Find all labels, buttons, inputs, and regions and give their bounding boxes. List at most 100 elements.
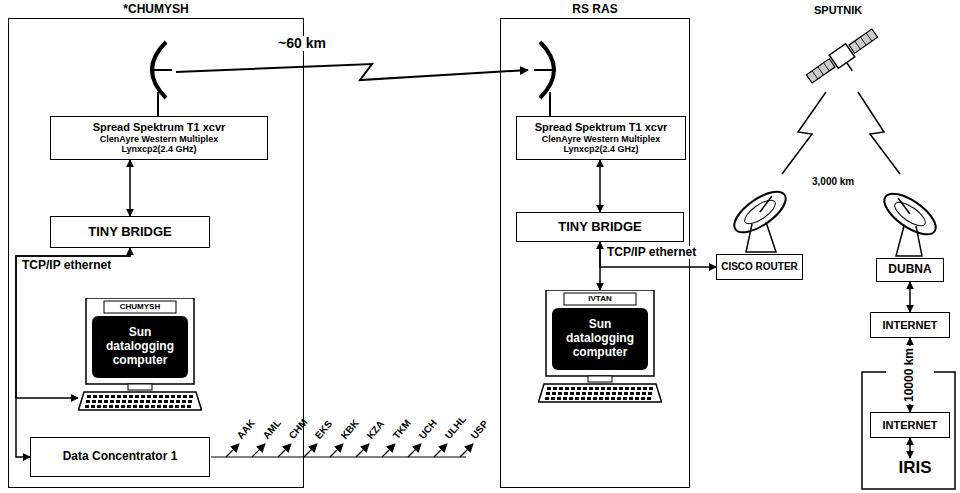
keyboard-key bbox=[117, 395, 121, 398]
keyboard-key bbox=[104, 400, 108, 403]
keyboard-key bbox=[85, 405, 89, 408]
keyboard-key bbox=[611, 397, 615, 400]
keyboard-key bbox=[606, 392, 610, 395]
keyboard-key bbox=[135, 395, 139, 398]
connector-arrow bbox=[600, 242, 716, 267]
keyboard-key bbox=[141, 395, 145, 398]
station-link bbox=[252, 444, 265, 457]
screen-text: Sun datalogging computer bbox=[92, 316, 188, 378]
keyboard-key bbox=[145, 405, 149, 408]
monitor-case bbox=[546, 290, 654, 376]
station-code: ULHL bbox=[443, 413, 469, 441]
connector-label: TCP/IP ethernet bbox=[605, 246, 698, 259]
device-detail: ClenAyre Western Multiplex Lynxcp2(2.4 G… bbox=[521, 134, 681, 155]
keyboard-key bbox=[649, 387, 653, 390]
keyboard-key bbox=[92, 400, 96, 403]
keyboard-key bbox=[171, 395, 175, 398]
keyboard-key bbox=[177, 395, 181, 398]
satellite-links bbox=[858, 92, 900, 174]
station-link bbox=[460, 444, 473, 457]
keyboard-key bbox=[595, 387, 599, 390]
keyboard-key bbox=[613, 387, 617, 390]
keyboard-key bbox=[175, 405, 179, 408]
keyboard-key bbox=[587, 397, 591, 400]
device-box: DUBNA bbox=[876, 258, 944, 282]
station-link bbox=[226, 444, 239, 457]
device-box: Data Concentrator 1 bbox=[30, 437, 210, 477]
dubna-dish bbox=[878, 186, 942, 256]
keyboard-key bbox=[153, 395, 157, 398]
radio-link bbox=[176, 64, 528, 80]
station-code: EKS bbox=[313, 418, 335, 441]
keyboard-key bbox=[115, 405, 119, 408]
keyboard bbox=[539, 384, 662, 402]
keyboard-key bbox=[109, 405, 113, 408]
keyboard-key bbox=[545, 397, 549, 400]
keyboard-key bbox=[647, 397, 651, 400]
keyboard-key bbox=[594, 392, 598, 395]
device-name: Data Concentrator 1 bbox=[63, 450, 178, 464]
device-name: DUBNA bbox=[888, 263, 931, 277]
keyboard-key bbox=[140, 400, 144, 403]
distance-label: ~60 km bbox=[276, 36, 328, 51]
keyboard-key bbox=[139, 405, 143, 408]
station-link bbox=[382, 444, 395, 457]
satellite-links bbox=[782, 92, 826, 174]
station-code: KZA bbox=[365, 418, 387, 441]
keyboard-key bbox=[157, 405, 161, 408]
keyboard-key bbox=[551, 397, 555, 400]
dubna-dish bbox=[896, 198, 922, 256]
keyboard-key bbox=[636, 392, 640, 395]
station-link bbox=[408, 444, 421, 457]
connector-arrow bbox=[129, 160, 131, 216]
station-code: CHM bbox=[287, 416, 310, 441]
distance-label: 3,000 km bbox=[812, 176, 854, 187]
keyboard-key bbox=[605, 397, 609, 400]
keyboard-key bbox=[618, 392, 622, 395]
right-dish-antenna bbox=[549, 92, 551, 116]
satellite-name: SPUTNIK bbox=[814, 4, 862, 16]
device-box: INTERNET bbox=[870, 412, 950, 438]
computer-name: IVTAN bbox=[564, 293, 636, 305]
keyboard-key bbox=[601, 387, 605, 390]
keyboard-key bbox=[134, 400, 138, 403]
satellite bbox=[805, 27, 885, 94]
station-frame: *CHUMYSHSpread Spektrum T1 xcvrClenAyre … bbox=[8, 18, 304, 488]
station-name: *CHUMYSH bbox=[9, 3, 303, 17]
keyboard-key bbox=[581, 397, 585, 400]
keyboard-key bbox=[619, 387, 623, 390]
keyboard-key bbox=[623, 397, 627, 400]
satellite bbox=[847, 63, 853, 71]
keyboard-key bbox=[170, 400, 174, 403]
keyboard-key bbox=[129, 395, 133, 398]
keyboard-key bbox=[158, 400, 162, 403]
keyboard-key bbox=[577, 387, 581, 390]
device-name: TINY BRIDGE bbox=[88, 225, 172, 240]
left-dish-antenna bbox=[150, 42, 172, 116]
device-name: INTERNET bbox=[883, 319, 938, 332]
station-link bbox=[330, 444, 343, 457]
keyboard-key bbox=[111, 395, 115, 398]
left-dish-antenna bbox=[157, 92, 159, 116]
keyboard-key bbox=[559, 387, 563, 390]
keyboard-key bbox=[641, 397, 645, 400]
router-dish bbox=[746, 196, 776, 252]
device-name: Spread Spektrum T1 xcvr bbox=[93, 121, 226, 134]
station-code: AAK bbox=[235, 417, 257, 441]
device-box: Spread Spektrum T1 xcvrClenAyre Western … bbox=[50, 116, 268, 160]
keyboard-key bbox=[588, 392, 592, 395]
computer-name: CHUMYSH bbox=[104, 301, 176, 313]
keyboard-key bbox=[607, 387, 611, 390]
keyboard-key bbox=[98, 400, 102, 403]
keyboard-key bbox=[86, 400, 90, 403]
keyboard-key bbox=[553, 387, 557, 390]
station-link bbox=[304, 444, 317, 457]
station-link bbox=[356, 444, 369, 457]
computer-icon: CHUMYSH Sun datalogging computer bbox=[78, 298, 202, 412]
device-detail: ClenAyre Western Multiplex Lynxcp2(2.4 G… bbox=[79, 134, 239, 155]
keyboard-key bbox=[169, 405, 173, 408]
keyboard-key bbox=[128, 400, 132, 403]
keyboard-key bbox=[127, 405, 131, 408]
keyboard-key bbox=[87, 395, 91, 398]
